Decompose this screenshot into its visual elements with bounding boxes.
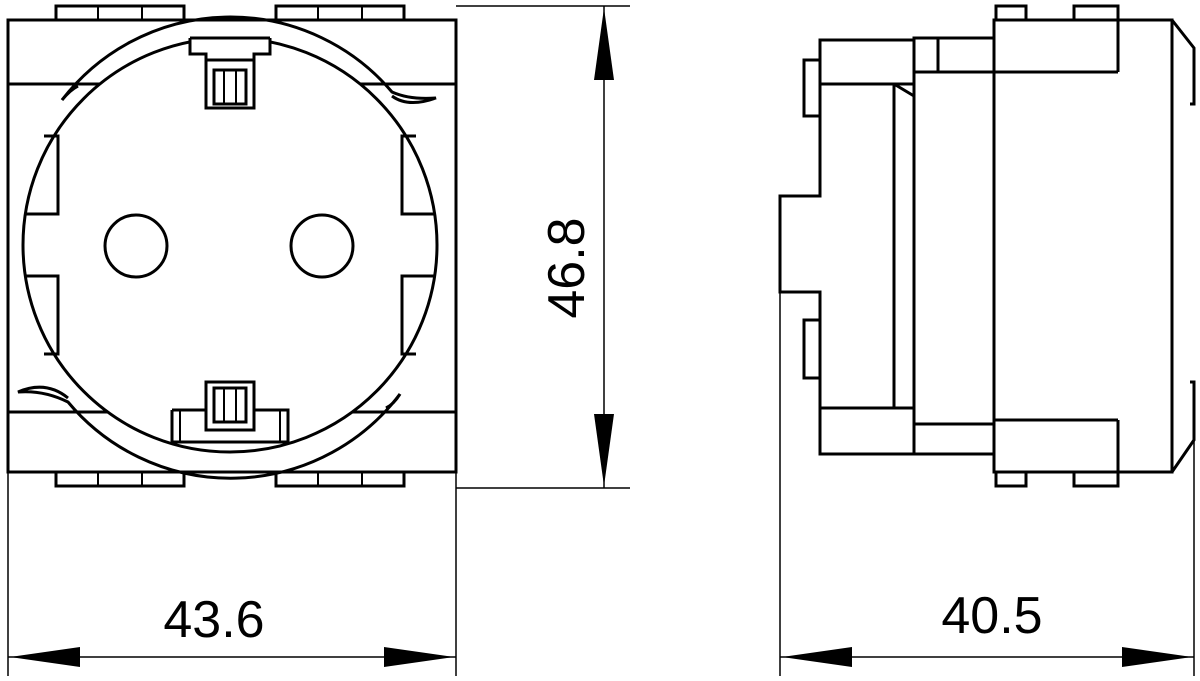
side-view — [778, 4, 1196, 488]
height-dimension: 46.8 — [456, 5, 630, 489]
side-front-plate — [992, 18, 1174, 474]
earth-contact-top — [188, 36, 272, 110]
front-bottom-clips — [54, 470, 406, 488]
front-view — [6, 4, 458, 488]
pin-hole-right — [289, 213, 355, 279]
side-middle-body — [912, 36, 996, 456]
height-value: 46.8 — [538, 217, 596, 318]
front-width-dimension: 43.6 — [7, 472, 457, 676]
socket-ring-top — [60, 15, 437, 104]
side-depth-dimension: 40.5 — [779, 292, 1195, 676]
front-top-clips — [54, 4, 406, 22]
socket-side-guides — [26, 134, 434, 356]
socket-ring-bottom — [17, 385, 402, 480]
front-width-value: 43.6 — [163, 591, 264, 649]
side-bevel-bottom — [1170, 380, 1196, 473]
earth-contact-bottom — [170, 380, 290, 444]
side-bevel-top — [1170, 19, 1196, 106]
side-depth-value: 40.5 — [941, 587, 1042, 645]
pin-hole-left — [103, 213, 169, 279]
front-body-outline — [6, 18, 458, 474]
